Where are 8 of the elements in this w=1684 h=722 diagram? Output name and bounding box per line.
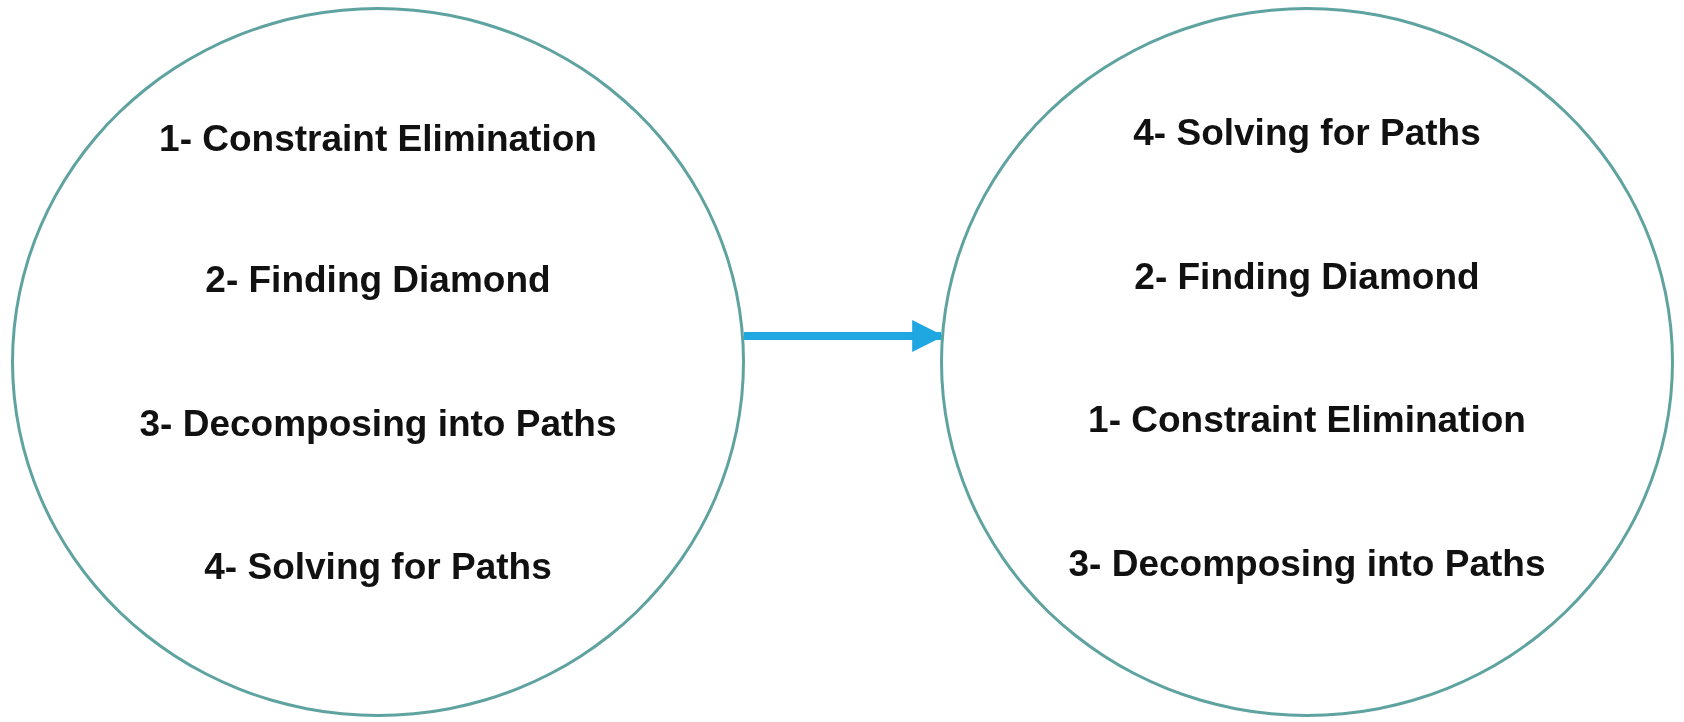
step-label: 2- Finding Diamond [205, 259, 551, 301]
step-label: 3- Decomposing into Paths [1068, 543, 1546, 585]
step-label: 1- Constraint Elimination [159, 118, 597, 160]
step-label: 1- Constraint Elimination [1088, 399, 1526, 441]
step-label: 4- Solving for Paths [204, 546, 552, 588]
step-label: 3- Decomposing into Paths [139, 403, 617, 445]
step-label: 2- Finding Diamond [1134, 256, 1480, 298]
step-label: 4- Solving for Paths [1133, 112, 1481, 154]
